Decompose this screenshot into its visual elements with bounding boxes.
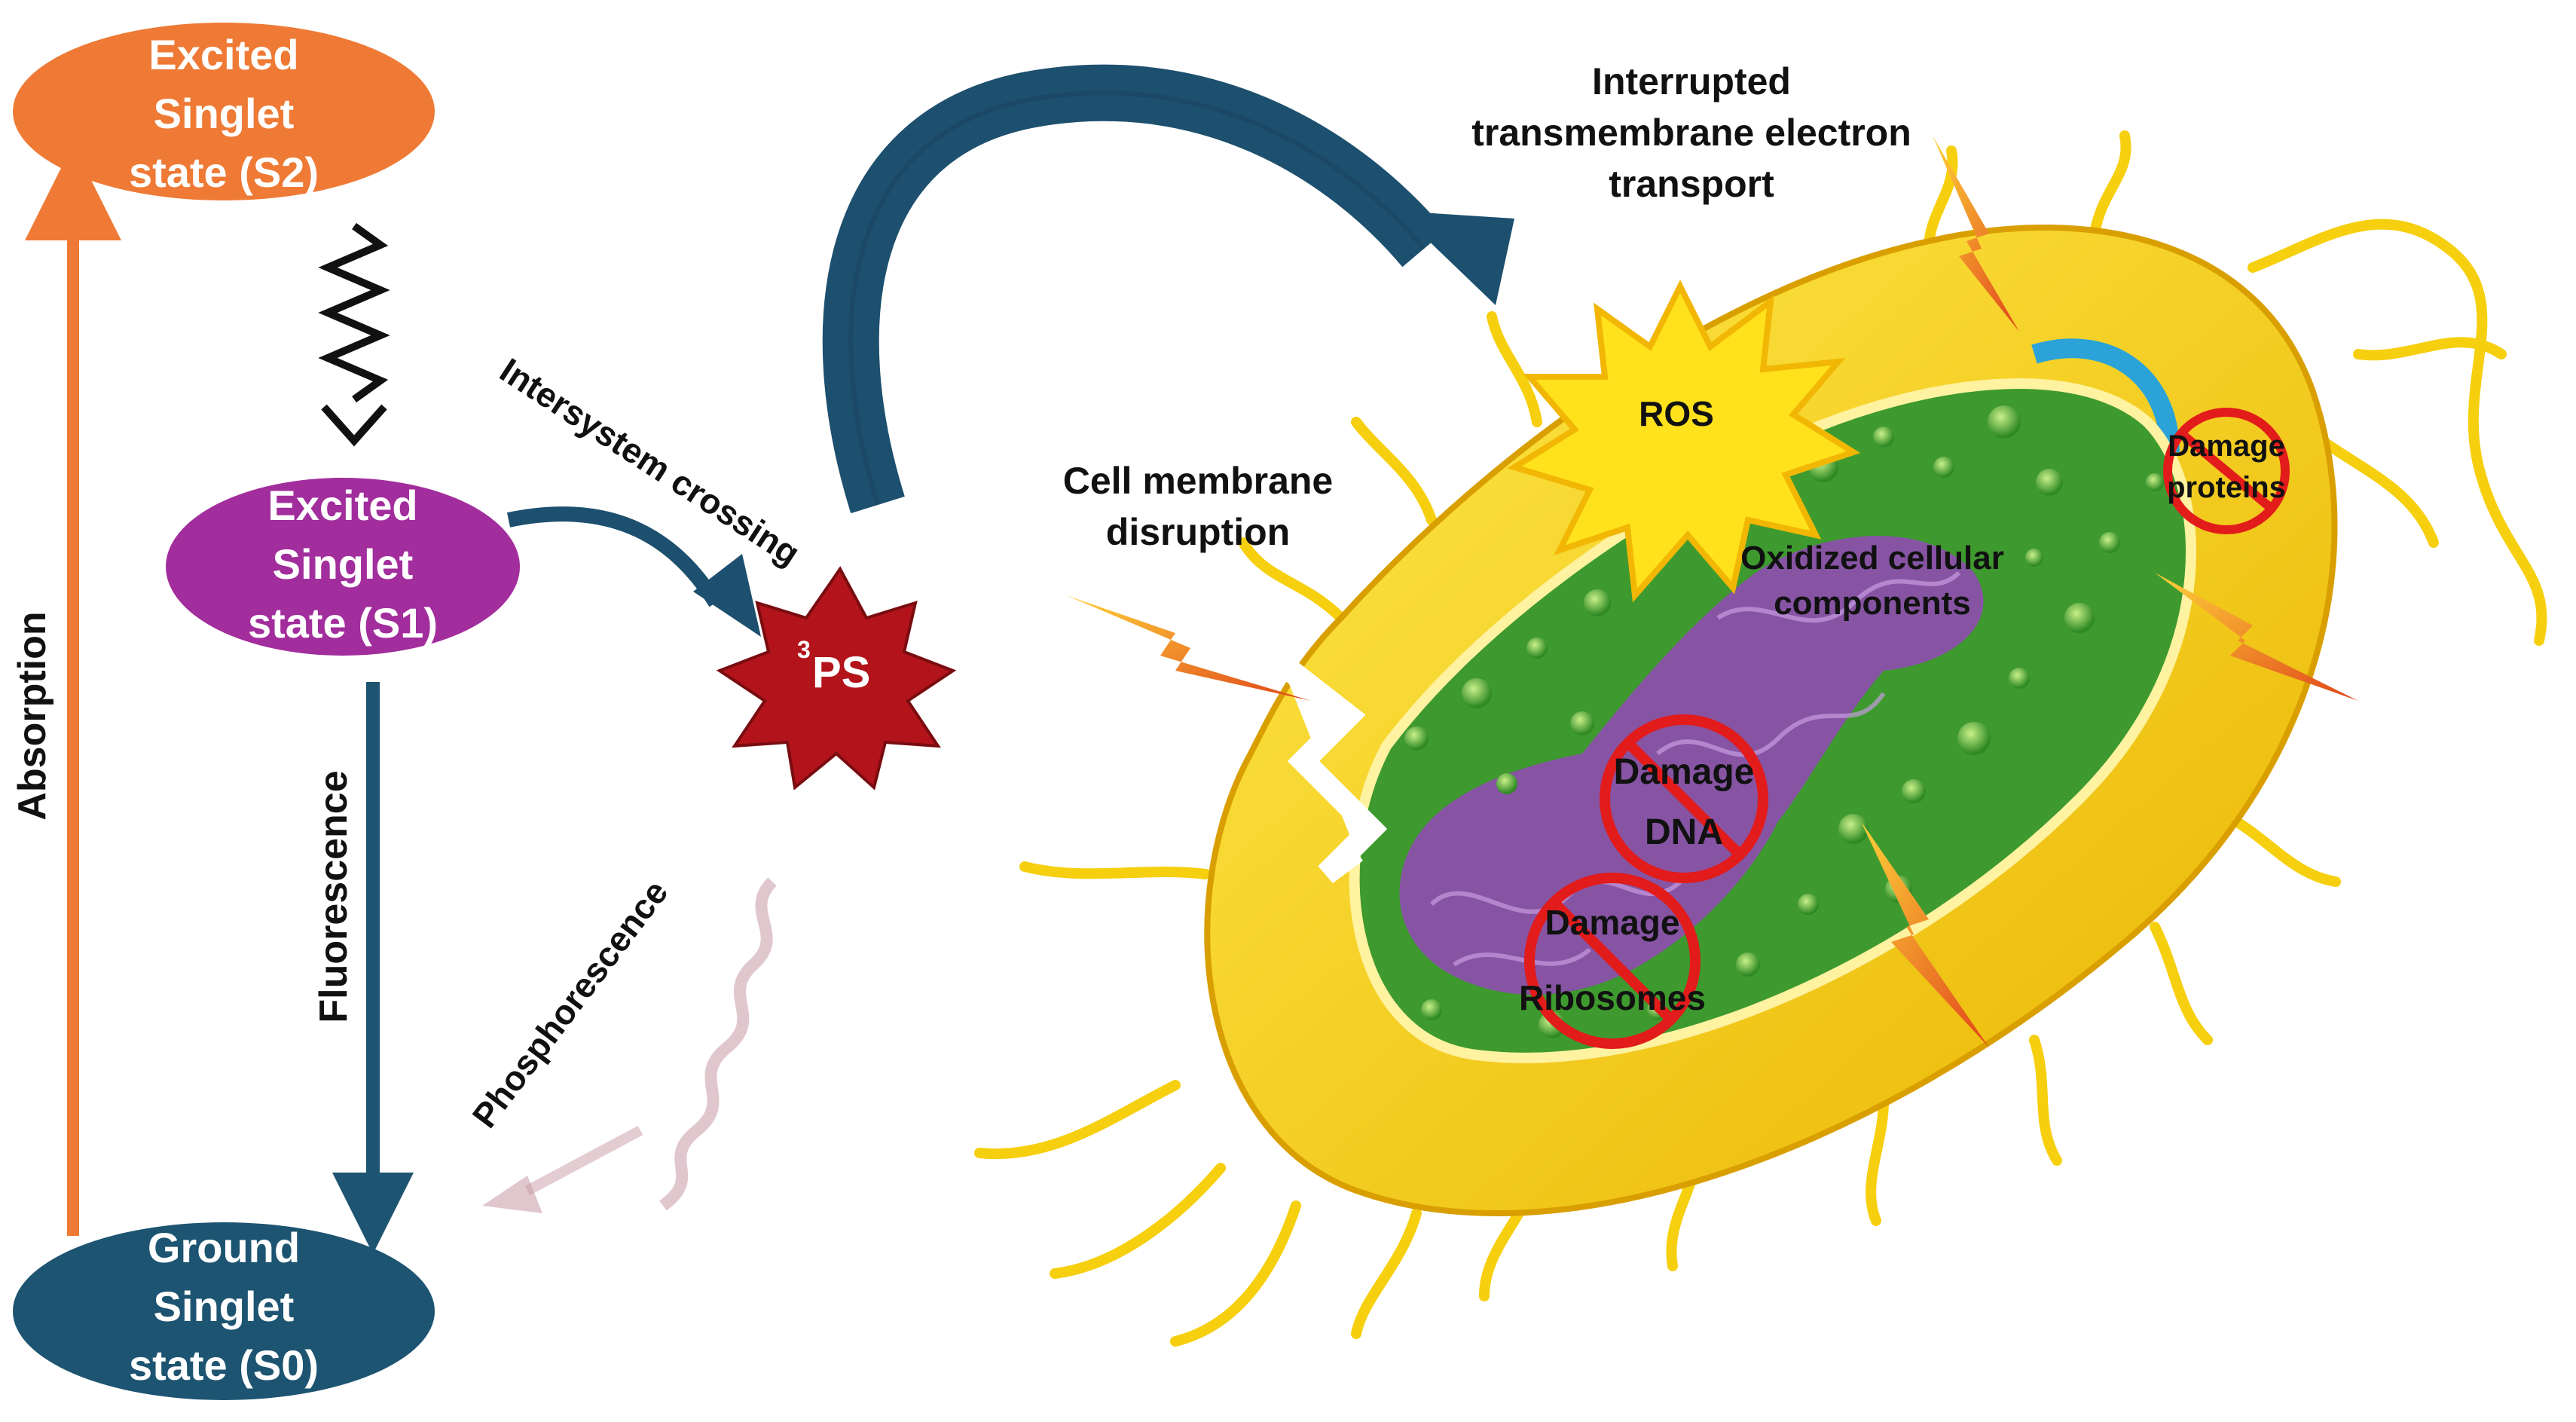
- cytoplasm-granules: [1404, 405, 2164, 1038]
- damage-proteins-line1: Damage: [2168, 430, 2285, 463]
- oxidized-line1: Oxidized cellular: [1740, 540, 2004, 576]
- membrane: [2031, 338, 2180, 453]
- state-s0-line1: Ground: [148, 1224, 300, 1271]
- triplet-ps-label: PS: [812, 648, 870, 697]
- nucleoid: [1399, 536, 1984, 995]
- big-curved-arrowhead: [1398, 211, 1514, 305]
- ros-label: ROS: [1639, 394, 1714, 433]
- oxidized-line2: components: [1774, 585, 1971, 622]
- wavy-arrow-icon: [318, 222, 390, 447]
- lightning-bolt-icon: [1861, 821, 1989, 1047]
- state-s0-line2: Singlet: [154, 1283, 295, 1330]
- oxidized-label: Oxidized cellular components: [1740, 540, 2004, 622]
- state-s1-line3: state (S1): [248, 599, 438, 647]
- state-s2-line3: state (S2): [129, 148, 319, 196]
- cell-membrane-line2: disruption: [1106, 511, 1290, 553]
- no-sign-icon: [1524, 873, 1701, 1049]
- damage-dna-sign: Damage DNA: [1600, 714, 1768, 883]
- triplet-ps: 3 PS: [716, 566, 957, 791]
- interrupted-transport-line1: Interrupted: [1592, 60, 1791, 102]
- damage-proteins-sign: Damage proteins: [2163, 408, 2290, 534]
- no-sign-icon: [2163, 408, 2290, 534]
- flagella: [974, 130, 2547, 1347]
- interrupted-transport-line3: transport: [1609, 163, 1774, 205]
- damage-dna-line2: DNA: [1645, 812, 1723, 852]
- phosphorescence-label: Phosphorescence: [464, 873, 675, 1135]
- state-s0: Ground Singlet state (S0): [13, 1222, 435, 1400]
- ros-burst: ROS: [1507, 280, 1861, 603]
- state-s0-line3: state (S0): [129, 1341, 319, 1389]
- state-s1: Excited Singlet state (S1): [166, 478, 520, 656]
- damage-ribosomes-line2: Ribosomes: [1519, 978, 1706, 1017]
- no-sign-icon: [1600, 714, 1768, 883]
- phosphorescence-arrow: [524, 1125, 643, 1196]
- damage-ribosomes-line1: Damage: [1545, 903, 1680, 942]
- intersystem-crossing-arrowhead: [693, 554, 761, 637]
- cell-membrane-label: Cell membrane disruption: [1063, 460, 1333, 553]
- damage-ribosomes-sign: Damage Ribosomes: [1519, 873, 1706, 1049]
- intersystem-crossing-arrow: [506, 506, 723, 607]
- state-s2-line2: Singlet: [154, 90, 295, 137]
- state-s1-line1: Excited: [267, 482, 417, 529]
- state-s2-line1: Excited: [148, 31, 298, 78]
- lightning-bolt-icon: [2155, 573, 2358, 701]
- lightning-bolt-icon: [1933, 136, 2019, 332]
- absorption-label: Absorption: [11, 611, 54, 820]
- fluorescence-label: Fluorescence: [312, 770, 356, 1023]
- big-curved-arrow: [822, 64, 1446, 514]
- lightning-bolt-icon: [1066, 595, 1311, 701]
- interrupted-transport-line2: transmembrane electron: [1471, 112, 1911, 154]
- state-s1-line2: Singlet: [273, 540, 414, 588]
- membrane-tear: [1273, 654, 1388, 883]
- cell-membrane-line1: Cell membrane: [1063, 460, 1333, 502]
- damage-proteins-line2: proteins: [2167, 471, 2286, 504]
- damage-dna-line1: Damage: [1614, 752, 1755, 792]
- triplet-ps-superscript: 3: [797, 636, 811, 663]
- state-s2: Excited Singlet state (S2): [13, 23, 435, 200]
- interrupted-transport-label: Interrupted transmembrane electron trans…: [1471, 60, 1911, 205]
